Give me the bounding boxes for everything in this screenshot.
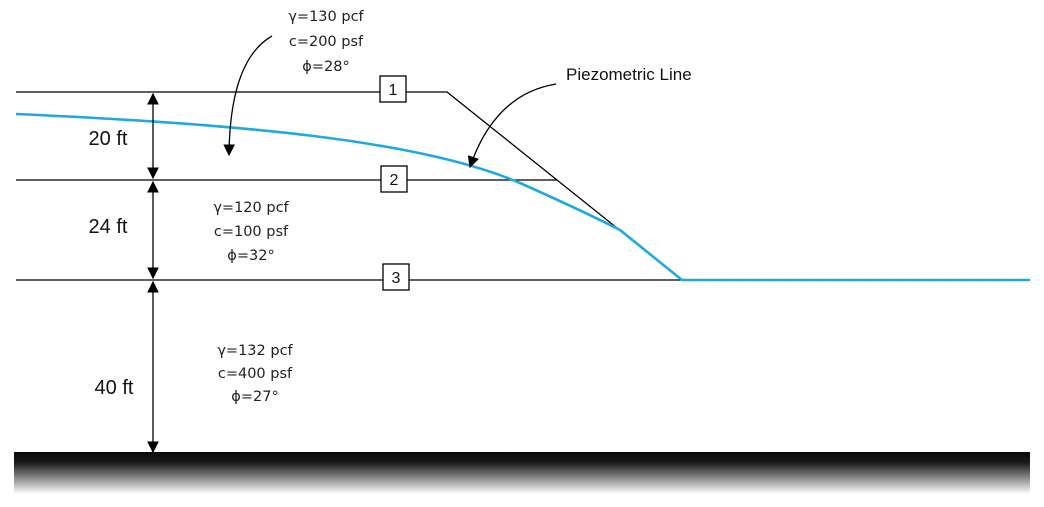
- layer-tag-2-text: 2: [390, 172, 399, 189]
- layer-tag-1: 1: [379, 75, 407, 103]
- layer3-gamma: γ=132 pcf: [217, 343, 293, 359]
- dimension-label-layer2: 24 ft: [89, 216, 128, 238]
- bedrock: [14, 452, 1030, 494]
- layer-tag-3-text: 3: [392, 270, 401, 287]
- piezometric-pointer-arrow: [467, 83, 557, 169]
- layer1-friction-angle: ϕ=28°: [302, 59, 349, 75]
- layer3-friction-angle: ϕ=27°: [231, 389, 278, 405]
- layer1-gamma: γ=130 pcf: [288, 9, 364, 25]
- dimension-label-layer3: 40 ft: [95, 377, 134, 399]
- piezometric-line-label: Piezometric Line: [566, 65, 692, 84]
- layer-tag-2: 2: [380, 165, 408, 193]
- dimension-label-layer1: 20 ft: [89, 128, 128, 150]
- layer1-cohesion: c=200 psf: [289, 34, 364, 50]
- layer2-cohesion: c=100 psf: [214, 224, 289, 240]
- layer-tag-1-text: 1: [389, 82, 398, 99]
- layer-tag-3: 3: [382, 263, 410, 291]
- layer3-cohesion: c=400 psf: [218, 366, 293, 382]
- layer2-gamma: γ=120 pcf: [213, 200, 289, 216]
- ground-surface: [16, 91, 683, 281]
- layer2-friction-angle: ϕ=32°: [227, 248, 274, 264]
- layer1-pointer-arrow: [223, 35, 273, 157]
- piezometric-line: [15, 112, 1030, 282]
